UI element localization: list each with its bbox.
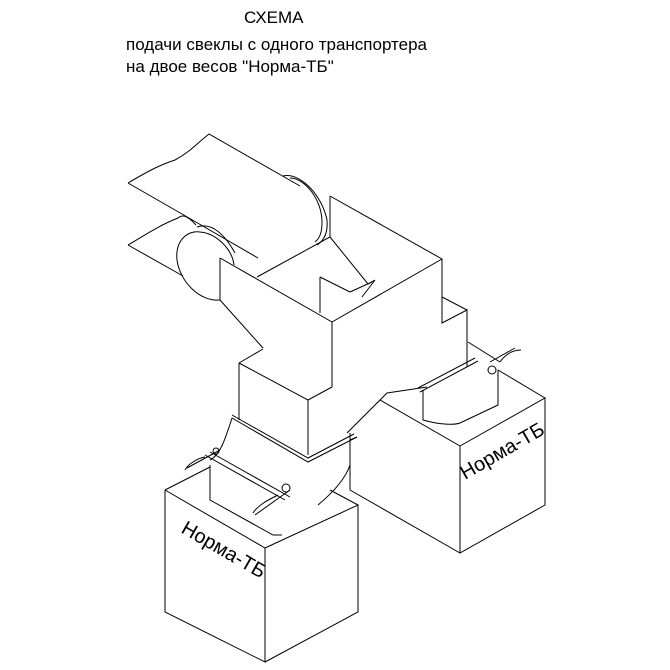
scale-left-box: Норма-ТБ — [164, 466, 359, 663]
diagram-subtitle-line2: на двое весов "Норма-ТБ" — [126, 57, 334, 76]
lower-chute — [209, 348, 428, 506]
conveyor-belt — [127, 133, 301, 277]
scale-right-box: Норма-ТБ — [349, 369, 549, 554]
hopper — [219, 195, 468, 387]
left-scale-mount — [184, 447, 291, 536]
drum-right — [282, 175, 328, 246]
diagram-title: СХЕМА — [244, 8, 304, 27]
scale-left-label: Норма-ТБ — [178, 517, 270, 583]
scale-right-label: Норма-ТБ — [457, 418, 549, 484]
drum-left — [176, 225, 236, 301]
diagram-subtitle-line1: подачи свеклы с одного транспортера — [126, 35, 428, 54]
right-scale-mount — [417, 341, 522, 425]
